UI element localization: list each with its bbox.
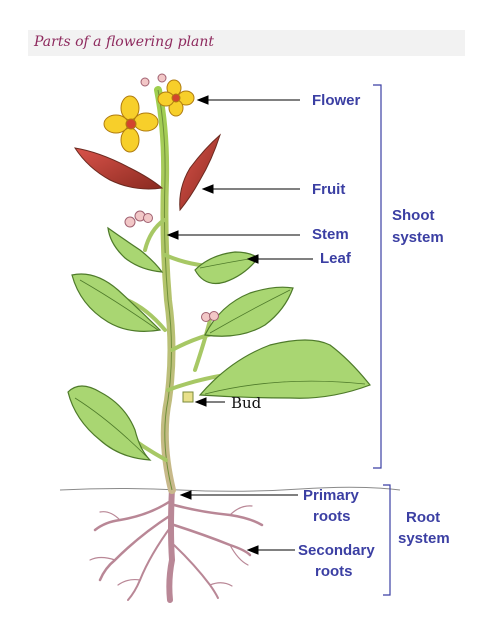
label-root-system-line1: Root [406, 509, 440, 526]
bud [182, 391, 194, 403]
figure-caption: Parts of a flowering plant [34, 34, 215, 50]
label-secondary-roots-line2: roots [315, 563, 353, 580]
caption-bar: Parts of a flowering plant [28, 30, 465, 56]
fruits [73, 133, 222, 212]
shoot-bracket [373, 84, 382, 469]
pointer-arrows [166, 95, 313, 555]
label-bud: Bud [231, 394, 262, 412]
label-primary-roots-line1: Primary [303, 487, 360, 504]
label-secondary-roots-line1: Secondary [298, 542, 375, 559]
flower-top [157, 79, 195, 117]
buds [124, 73, 219, 322]
label-leaf: Leaf [320, 250, 352, 267]
label-shoot-system-line2: system [392, 229, 444, 246]
label-root-system-line2: system [398, 530, 450, 547]
leaf-veins [74, 257, 366, 459]
roots [89, 485, 264, 603]
label-stem: Stem [312, 226, 349, 243]
label-fruit: Fruit [312, 181, 345, 198]
root-bracket [383, 484, 391, 596]
label-primary-roots-line2: roots [313, 508, 351, 525]
label-flower: Flower [312, 92, 361, 109]
flower-main [103, 95, 159, 153]
label-shoot-system-line1: Shoot [392, 207, 435, 224]
ground-line [59, 486, 401, 492]
